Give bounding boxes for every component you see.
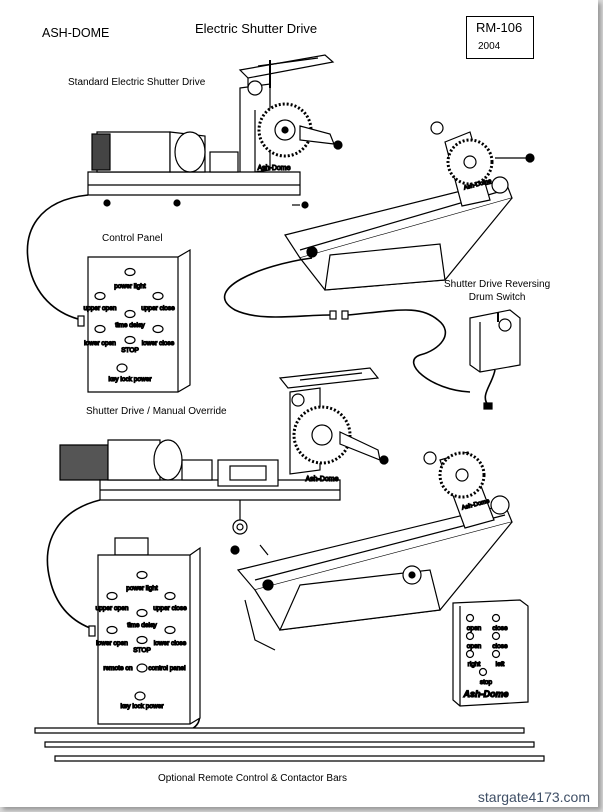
switch-cord	[484, 369, 496, 406]
cable-drive-to-remote-panel	[46, 499, 101, 629]
cp2-remote-on: remote on	[103, 665, 133, 672]
shutter-drive-track-upper: Ash-Dome	[284, 121, 535, 291]
caption-remote-contactor: Optional Remote Control & Contactor Bars	[158, 773, 347, 784]
page-title: Electric Shutter Drive	[195, 21, 318, 36]
caption-standard-drive: Standard Electric Shutter Drive	[68, 77, 206, 88]
shutter-drive-track-lower: Ash-Dome	[230, 451, 513, 651]
cp1-stop: STOP	[121, 347, 139, 354]
remote-stop: stop	[480, 679, 493, 686]
cp2-time-delay: time delay	[127, 622, 157, 629]
caption-manual-override: Shutter Drive / Manual Override	[86, 406, 227, 417]
remote-close-1: close	[492, 625, 508, 632]
caption-reversing-switch: Shutter Drive Reversing Drum Switch	[444, 278, 550, 304]
remote-brand: Ash-Dome	[462, 689, 508, 699]
cp2-lower-open: lower open	[96, 640, 128, 647]
cp1-key-lock-power: key lock power	[109, 376, 153, 383]
cp2-upper-open: upper open	[96, 605, 129, 612]
cp1-power-light: power light	[114, 283, 146, 290]
control-panel-2: power light upper open upper close time …	[88, 537, 201, 725]
cp1-lower-open: lower open	[84, 340, 116, 347]
contactor-bars	[34, 727, 545, 762]
cable-panel-to-drive	[26, 194, 89, 321]
brand-name: ASH-DOME	[42, 26, 110, 40]
watermark: stargate4173.com	[477, 789, 590, 805]
remote-open-1: open	[467, 625, 482, 632]
cp1-upper-open: upper open	[84, 305, 117, 312]
manual-override-drive: Ash-Dome	[59, 367, 389, 535]
cp2-key-lock-power: key lock power	[121, 703, 165, 710]
cable-drive-to-switch	[223, 257, 331, 318]
cp1-upper-close: upper close	[141, 305, 175, 312]
remote-open-2: open	[467, 643, 482, 650]
cp1-lower-close: lower close	[142, 340, 175, 347]
drive-plate-label: Ash-Dome	[257, 165, 290, 172]
standard-drive-unit: Ash-Dome	[87, 54, 343, 207]
remote-close-2: close	[492, 643, 508, 650]
cp2-control-panel: control panel	[148, 665, 186, 672]
cp2-power-light: power light	[126, 585, 158, 592]
caption-reversing-switch-line1: Shutter Drive Reversing	[444, 279, 551, 290]
drive-plate-label-3: Ash-Dome	[305, 476, 338, 483]
control-panel-1: power light upper open upper close time …	[77, 248, 191, 393]
drum-switch	[469, 309, 521, 373]
remote-control: open close open close right left stop As…	[452, 599, 529, 707]
remote-right: right	[468, 661, 481, 668]
caption-reversing-switch-line2: Drum Switch	[468, 292, 526, 303]
remote-left: left	[496, 661, 505, 668]
doc-number: RM-106	[476, 20, 523, 35]
doc-year: 2004	[478, 41, 501, 52]
caption-control-panel: Control Panel	[102, 233, 163, 244]
cp2-upper-close: upper close	[153, 605, 187, 612]
cp2-stop: STOP	[133, 647, 151, 654]
doc-number-box	[466, 16, 534, 59]
cp1-time-delay: time delay	[115, 322, 145, 329]
cp2-lower-close: lower close	[154, 640, 187, 647]
